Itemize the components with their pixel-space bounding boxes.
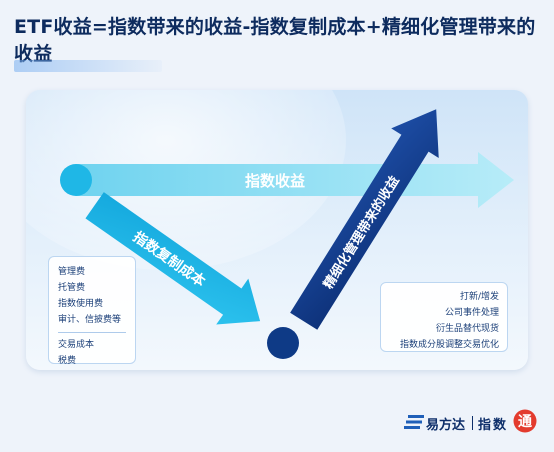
management-items-box: 打新/增发 公司事件处理 衍生品替代现货 指数成分股调整交易优化 bbox=[380, 282, 508, 352]
management-item: 衍生品替代现货 bbox=[435, 324, 499, 334]
cost-item: 审计、信披费等 bbox=[58, 315, 122, 325]
cost-items-box: 管理费 托管费 指数使用费 审计、信披费等 交易成本 税费 bbox=[48, 256, 136, 366]
seal-char: 通 bbox=[518, 414, 532, 430]
brand-logo: 易方达 指数 通 bbox=[404, 409, 544, 434]
management-item: 公司事件处理 bbox=[444, 308, 499, 318]
cost-item: 交易成本 bbox=[58, 340, 95, 350]
seal-icon: 通 bbox=[513, 409, 537, 433]
fine-management-arrow bbox=[290, 109, 439, 330]
page-title: ETF收益=指数带来的收益-指数复制成本+精细化管理带来的收益 bbox=[14, 16, 536, 65]
replication-cost-arrow bbox=[85, 192, 261, 325]
cost-item: 税费 bbox=[58, 356, 77, 366]
brand-mark-icon bbox=[404, 415, 424, 429]
cost-box-divider bbox=[58, 332, 126, 333]
cost-item: 托管费 bbox=[58, 283, 86, 293]
index-return-label: 指数收益 bbox=[245, 172, 305, 190]
brand-separator bbox=[472, 416, 473, 430]
brand-name: 易方达 bbox=[426, 418, 466, 433]
cost-item: 管理费 bbox=[58, 267, 86, 277]
management-item: 指数成分股调整交易优化 bbox=[399, 340, 499, 350]
start-node bbox=[60, 164, 92, 196]
management-item: 打新/增发 bbox=[459, 292, 499, 302]
bottom-node bbox=[267, 327, 299, 359]
title-accent-bar bbox=[14, 60, 162, 72]
cost-item: 指数使用费 bbox=[58, 299, 104, 309]
brand-product: 指数 bbox=[478, 418, 509, 433]
